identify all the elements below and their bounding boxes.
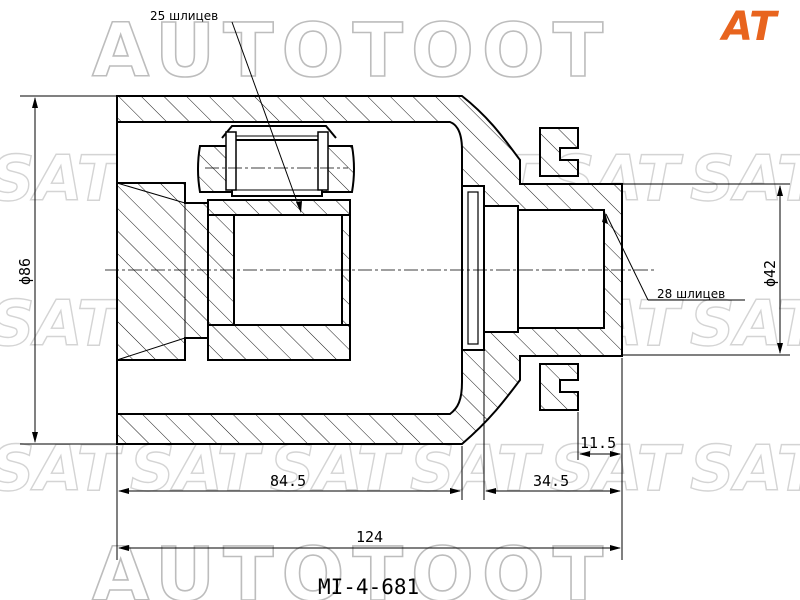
dimension-lines (20, 21, 790, 560)
sat-watermark: SAT (0, 142, 124, 215)
callout-shaft-splines: 28 шлицев (657, 287, 725, 301)
dim-length-flange: 11.5 (580, 434, 616, 452)
sat-watermark: SAT (690, 432, 800, 505)
part-number: MI-4-681 (318, 575, 419, 599)
roller-assembly (197, 125, 355, 197)
circlip (461, 185, 485, 351)
watermark-bottom: AUTOTOOT (92, 532, 611, 600)
dim-length-right: 34.5 (533, 472, 569, 490)
brand-logo: AT (719, 4, 779, 50)
sat-watermark: SAT (0, 287, 124, 360)
sat-watermark: SAT (0, 432, 124, 505)
watermark-top: AUTOTOOT (92, 8, 611, 94)
dim-length-left: 84.5 (270, 472, 306, 490)
shaft-bore (483, 205, 605, 333)
sat-watermark: SAT (550, 432, 684, 505)
callout-inner-splines: 25 шлицев (150, 9, 218, 23)
dim-length-total: 124 (356, 528, 383, 546)
sat-watermark: SAT (690, 142, 800, 215)
dust-boot-flange-top (539, 127, 579, 177)
cavity-cone (116, 182, 186, 361)
dust-boot-flange-bottom (539, 363, 579, 411)
dim-shaft-diameter: ϕ42 (761, 260, 779, 287)
dim-outer-diameter: ϕ86 (16, 258, 34, 285)
